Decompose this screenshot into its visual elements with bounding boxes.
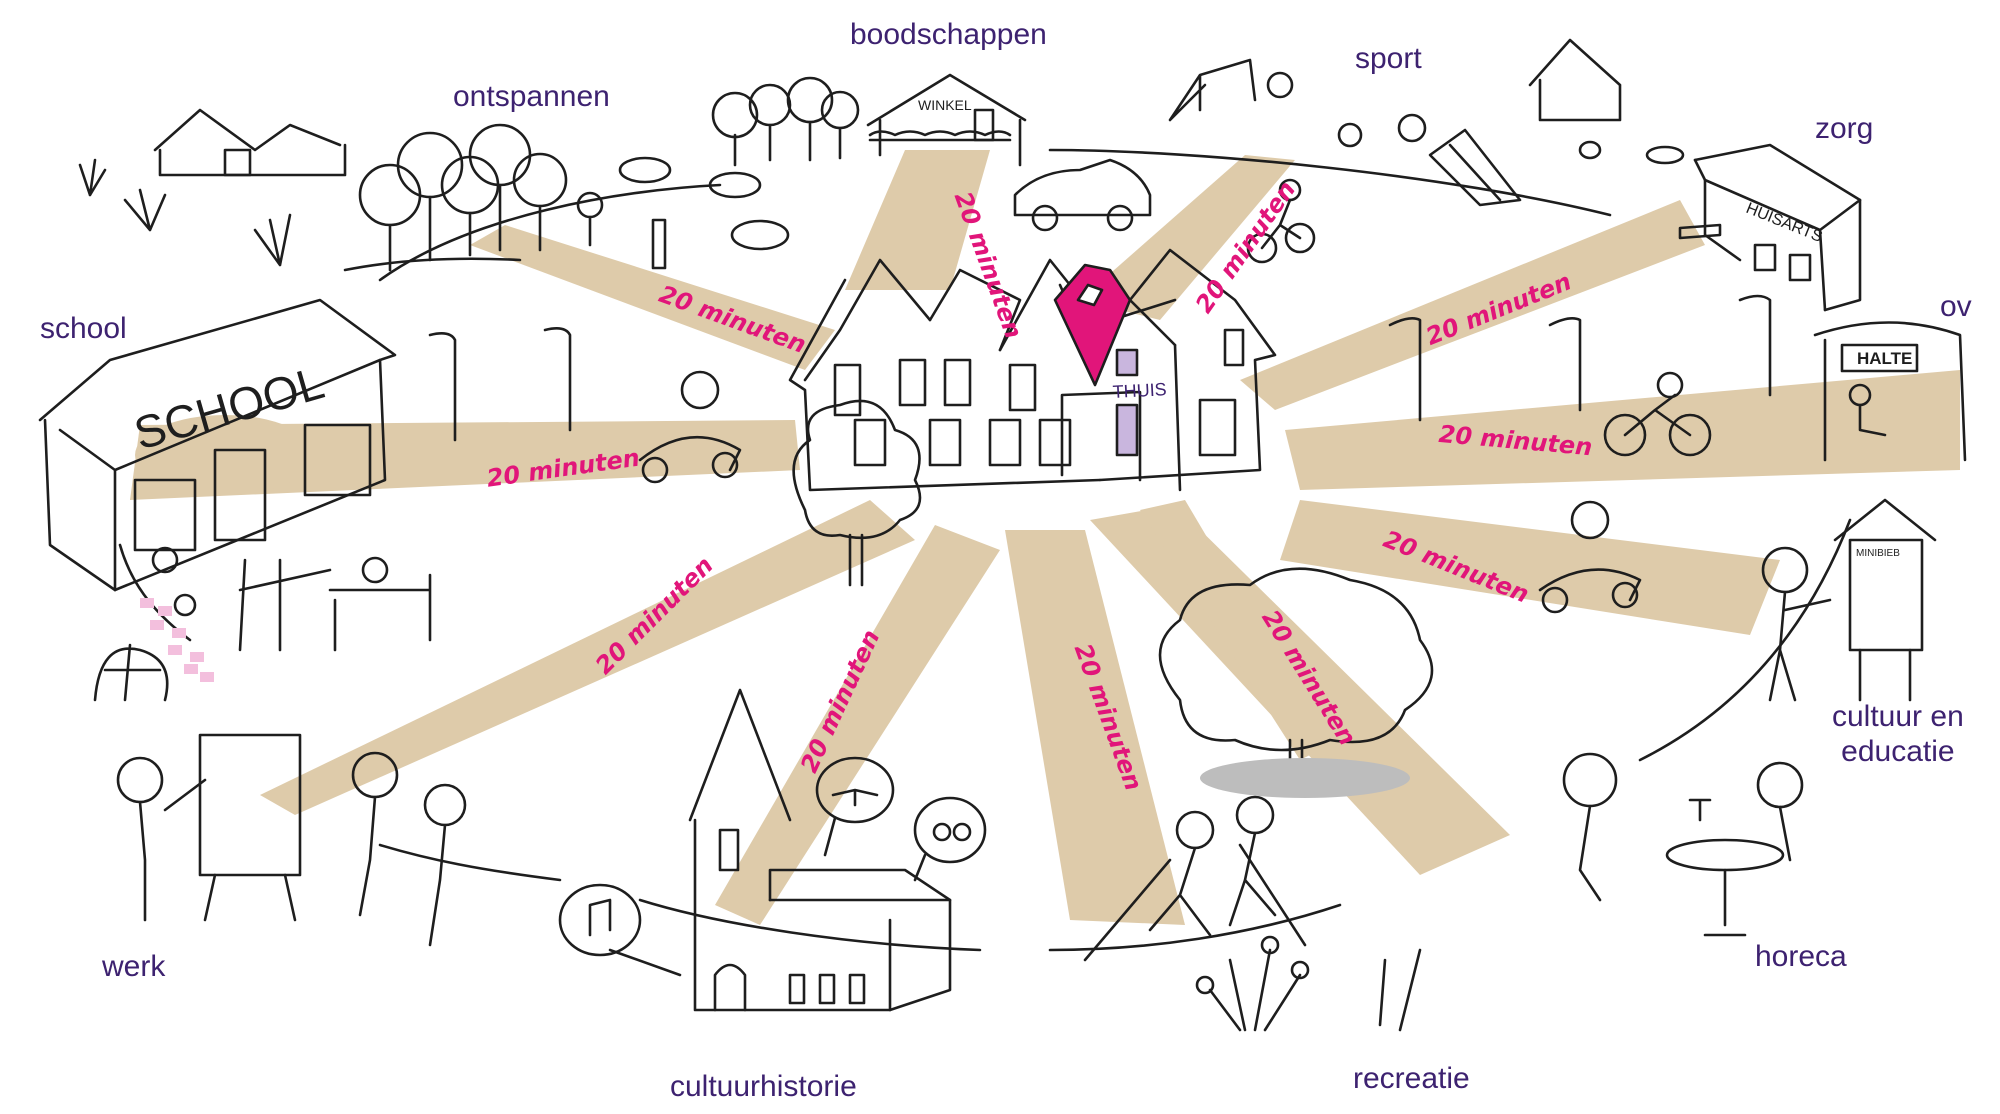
bicycle-icon [1246, 178, 1316, 264]
ray-boodschappen [845, 150, 990, 290]
label-cultuur-en-educatie: cultuur en educatie [1832, 700, 1964, 768]
thuis-window [1115, 348, 1139, 377]
car-wheel [1106, 204, 1134, 232]
people-icon [116, 751, 467, 947]
ray-zorg [1240, 200, 1705, 410]
label-ov: ov [1940, 290, 1972, 323]
label-sport: sport [1355, 42, 1422, 75]
label-werk: werk [102, 950, 166, 983]
walkers-icon [1083, 795, 1307, 962]
label-zorg: zorg [1815, 112, 1874, 145]
playground-icon [151, 546, 432, 652]
music-note-icon [558, 883, 682, 977]
car-icon [1013, 158, 1152, 217]
farm-icon [153, 108, 347, 177]
shop-icon [866, 73, 1027, 167]
barn-icon [1528, 38, 1685, 165]
thuis-door [1115, 403, 1139, 457]
ray-recreatie [1005, 530, 1185, 925]
player-head [1397, 113, 1427, 143]
label-boodschappen: boodschappen [850, 18, 1047, 51]
halte-sign: HALTE [1857, 349, 1912, 368]
book-cabinet-icon [1833, 498, 1937, 702]
label-cultuurhistorie: cultuurhistorie [670, 1070, 857, 1103]
ray-cultuurhistorie [715, 525, 1000, 925]
label-horeca: horeca [1755, 940, 1847, 973]
ray-tree [1140, 500, 1330, 760]
ray-ontspannen [470, 225, 835, 370]
trees-icon [711, 76, 860, 167]
ray-cultuur [1280, 500, 1780, 635]
flowers-icon [1195, 935, 1422, 1032]
tree-shadow [1200, 758, 1410, 798]
label-school: school [40, 312, 127, 345]
rays [130, 150, 1960, 925]
doctor-office-icon [1678, 143, 1862, 312]
thuis-roof [1053, 263, 1132, 387]
road-left [135, 415, 315, 495]
huisarts-sign: HUISARTS [1744, 200, 1825, 246]
mobility-scooter-icon [1538, 500, 1642, 614]
school-icon [38, 298, 397, 592]
person-reading-icon [1761, 546, 1832, 702]
winkel-sign: WINKEL [918, 97, 972, 113]
ray-sport [1080, 155, 1295, 320]
tree-icon [792, 399, 922, 587]
house-icon [788, 248, 1277, 492]
thuis-sign: THUIS [1112, 379, 1167, 402]
minibieb-sign: MINIBIEB [1856, 548, 1900, 559]
line-art [38, 38, 1967, 1032]
ball-icon [1337, 122, 1363, 148]
bicycle-icon [1603, 371, 1712, 457]
mobility-scooter-icon [638, 370, 742, 484]
car-wheel [1031, 204, 1059, 232]
ring-road [118, 148, 1852, 952]
cafe-table-icon [1562, 752, 1804, 937]
thuis-skylight [1076, 283, 1104, 307]
book-icon [815, 756, 895, 857]
bushes-icon [78, 158, 292, 267]
forest-icon [343, 123, 667, 272]
hopscotch [140, 598, 214, 682]
label-recreatie: recreatie [1353, 1062, 1470, 1095]
goal-icon [1168, 58, 1522, 207]
ray-ov [1285, 370, 1960, 490]
player-head [1266, 71, 1294, 99]
whiteboard-icon [198, 733, 302, 922]
cow-icon [618, 156, 790, 251]
label-ontspannen: ontspannen [453, 80, 610, 113]
ray-werk [260, 500, 915, 815]
speech-bubble-icon [913, 796, 987, 882]
bus-shelter-icon [1813, 321, 1967, 462]
street-lamp-icon [428, 294, 1772, 442]
climbing-dome-icon [93, 643, 169, 702]
church-icon [688, 688, 952, 1012]
